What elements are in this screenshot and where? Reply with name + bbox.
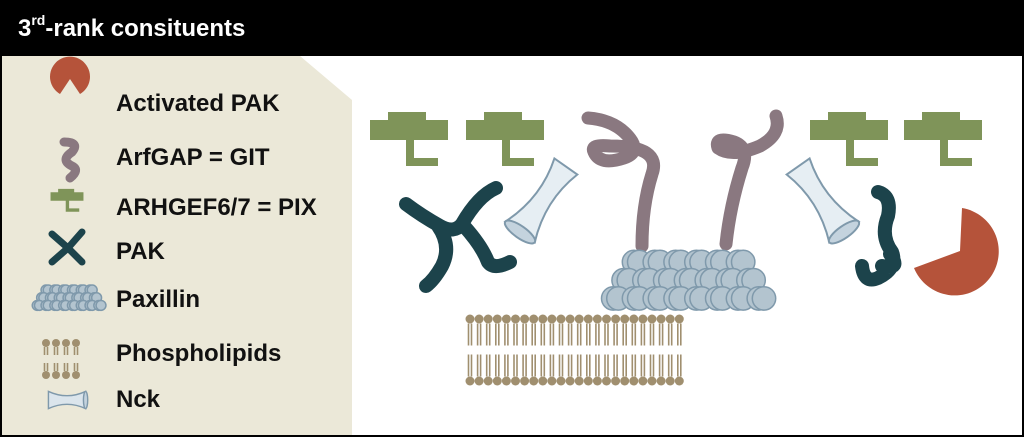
pix-protein: [810, 112, 888, 166]
activated-pak: [914, 208, 999, 296]
legend-label-phospholipids: Phospholipids: [116, 340, 282, 367]
git-protein: [581, 111, 660, 253]
nck-protein: [503, 156, 580, 245]
pak-protein: [855, 185, 902, 287]
legend-label-paxillin: Paxillin: [116, 286, 201, 313]
pix-protein: [904, 112, 982, 166]
legend-icons: [31, 56, 999, 410]
legend-label-nck: Nck: [116, 386, 161, 413]
header-bar: 3rd-rank consituents: [0, 0, 1024, 56]
nck-protein: [784, 156, 861, 245]
arhgef-pix-icon: [50, 188, 84, 212]
pak-icon: [48, 228, 86, 266]
diagram-panel: Activated PAK ArfGAP = GIT ARHGEF6/7 = P…: [2, 56, 1022, 435]
paxillin-icon: [31, 284, 107, 312]
paxillin-cluster: [600, 249, 777, 311]
arfgap-git-icon: [59, 137, 80, 183]
activated-pak-icon: [50, 56, 91, 94]
nck-icon: [47, 390, 89, 410]
page-title: 3rd-rank consituents: [18, 12, 246, 42]
legend-label-pak: PAK: [116, 238, 165, 265]
legend-label-arhgef-pix: ARHGEF6/7 = PIX: [116, 194, 317, 221]
pix-protein: [466, 112, 544, 166]
legend-background: [2, 56, 352, 435]
pak-protein: [399, 181, 517, 293]
git-protein: [710, 109, 784, 251]
phospholipid-bilayer: [465, 314, 684, 386]
legend-label-activated-pak: Activated PAK: [116, 90, 280, 117]
pix-protein: [370, 112, 448, 166]
legend-label-arfgap-git: ArfGAP = GIT: [116, 144, 270, 171]
phospholipids-icon: [42, 339, 80, 379]
